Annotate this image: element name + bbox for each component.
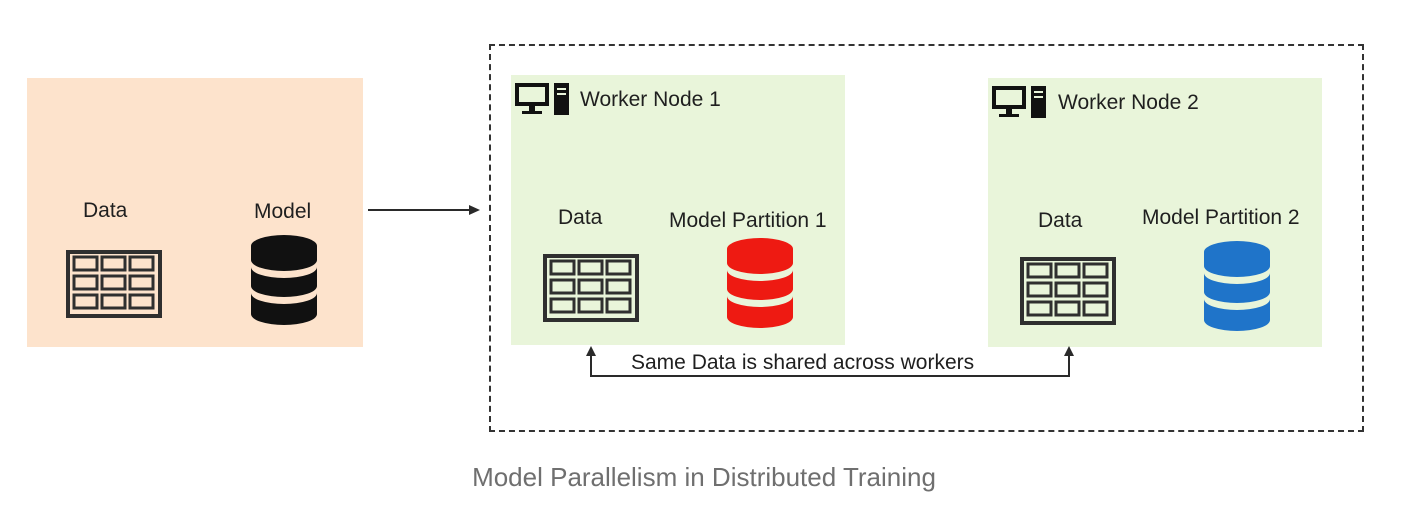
- database-icon: [725, 237, 795, 329]
- source-panel: Data Model: [27, 78, 363, 347]
- diagram-caption: Model Parallelism in Distributed Trainin…: [472, 462, 936, 492]
- worker-data-label: Data: [558, 206, 603, 229]
- worker-model-label: Model Partition 1: [669, 209, 827, 232]
- database-icon: [1202, 240, 1272, 332]
- source-model-label: Model: [254, 200, 312, 223]
- worker-data-label: Data: [1038, 209, 1083, 232]
- worker-node-2: Worker Node 2 Data Model Partition 2: [988, 78, 1322, 347]
- worker-node-1: Worker Node 1 Data Model Partition 1: [511, 75, 845, 345]
- shared-data-connector: [584, 346, 1078, 380]
- cluster-boundary: [489, 44, 1364, 432]
- flow-arrow: [368, 202, 482, 218]
- source-data-label: Data: [83, 199, 128, 222]
- table-icon: [543, 254, 639, 322]
- table-icon: [66, 250, 162, 318]
- table-icon: [1020, 257, 1116, 325]
- computer-icon: [514, 82, 570, 116]
- computer-icon: [991, 85, 1047, 119]
- worker-node-title: Worker Node 2: [1058, 91, 1199, 114]
- database-icon: [249, 234, 319, 326]
- worker-node-title: Worker Node 1: [580, 88, 721, 111]
- shared-data-note: Same Data is shared across workers: [629, 351, 977, 375]
- worker-model-label: Model Partition 2: [1142, 206, 1300, 229]
